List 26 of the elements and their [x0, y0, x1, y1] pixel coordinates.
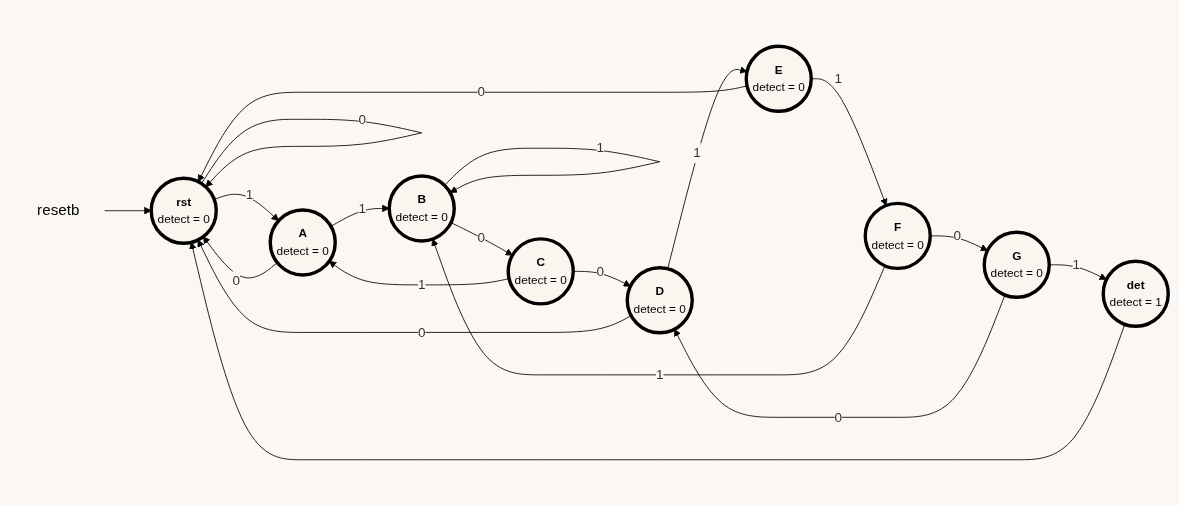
edge-label: 0: [357, 111, 366, 126]
edge-label: 0: [476, 84, 485, 99]
node-circle: A detect = 0: [268, 207, 337, 277]
edge-label: 1: [692, 145, 701, 160]
node-circle: B detect = 0: [387, 173, 456, 243]
edge-label: 1: [357, 200, 366, 215]
edge-label: 1: [595, 140, 604, 155]
node-circle: E detect = 0: [744, 44, 813, 113]
edge-label: 1: [833, 70, 842, 85]
node-circle: C detect = 0: [506, 236, 575, 306]
node-circle: rst detect = 0: [149, 176, 218, 245]
node-text: resetb: [36, 201, 79, 219]
node-circle: D detect = 0: [625, 265, 694, 334]
edge-label: 0: [833, 409, 842, 424]
edge-label: 0: [476, 229, 485, 244]
edge-label: 1: [417, 276, 425, 292]
edge-label: 1: [1071, 256, 1080, 272]
node-circle: G detect = 0: [982, 230, 1051, 299]
edge-label: 0: [595, 263, 604, 278]
node-circle: det detect = 1: [1101, 259, 1170, 328]
node-circle: F detect = 0: [863, 201, 932, 270]
edge-label: 0: [417, 324, 425, 339]
edge-label: 0: [232, 272, 240, 288]
edge-label: 1: [245, 186, 253, 201]
edge-label: 1: [655, 366, 664, 382]
edge-label: 0: [952, 227, 961, 243]
